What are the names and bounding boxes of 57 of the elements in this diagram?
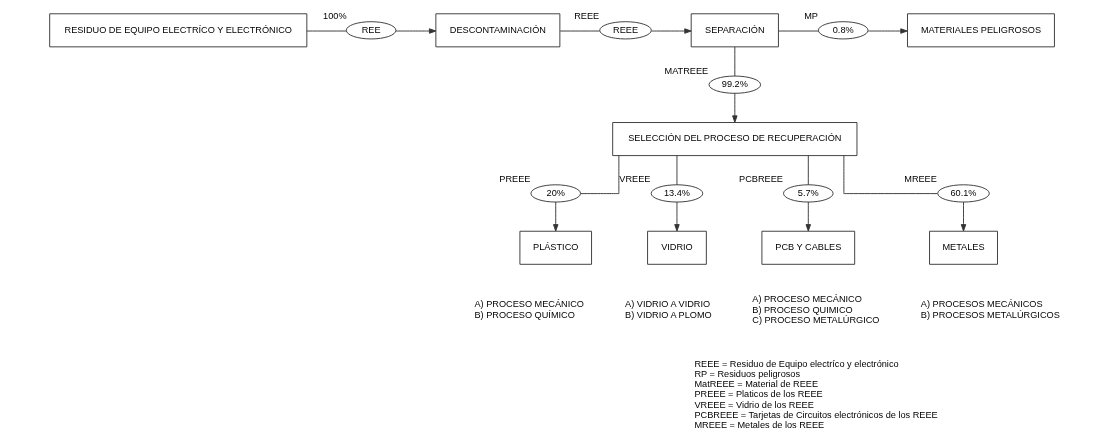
- node-ellipse: 5.7%: [782, 184, 834, 203]
- node-box: MATERIALES PELIGROSOS: [906, 13, 1055, 48]
- node-label: MATREEE: [664, 65, 708, 76]
- node-ellipse: 60.1%: [936, 184, 990, 203]
- node-box: DESCONTAMINACIÓN: [434, 13, 560, 48]
- connector: [807, 155, 809, 186]
- node-ellipse: 99.2%: [708, 75, 761, 94]
- node-label: PCBREEE: [738, 174, 783, 185]
- node-ellipse: REE: [345, 21, 396, 40]
- node-label: B) PROCESO QUIMICO: [751, 304, 853, 315]
- node-box: PLÁSTICO: [518, 230, 592, 265]
- node-label: B) VIDRIO A PLOMO: [624, 309, 712, 320]
- node-label: A) PROCESOS MECÁNICOS: [920, 299, 1043, 310]
- arrow: [960, 201, 966, 232]
- node-label: 100%: [322, 11, 347, 22]
- connector: [842, 155, 938, 195]
- node-label: PREEE: [498, 174, 530, 185]
- arrow: [650, 28, 692, 34]
- connector: [676, 155, 677, 186]
- node-box: RESIDUO DE EQUIPO ELECTRÍCO Y ELECTRÓNICO: [48, 13, 307, 48]
- node-label: REEE: [573, 11, 599, 22]
- node-box: PCB Y CABLES: [760, 230, 855, 265]
- node-ellipse: 0.8%: [817, 21, 868, 40]
- label: PCBREEE = Tarjetas de Circuitos electrónicos de los REEE: [693, 409, 938, 420]
- arrow: [673, 201, 680, 232]
- arrow: [867, 28, 908, 34]
- node-box: SEPARACIÓN: [690, 13, 779, 48]
- node-label: MREEE: [903, 174, 937, 185]
- node-label: C) PROCESO METALÚRGICO: [751, 314, 880, 325]
- arrow: [731, 92, 738, 123]
- node-ellipse: REEE: [598, 21, 652, 40]
- arrow: [552, 201, 558, 232]
- node-box: VIDRIO: [646, 230, 707, 265]
- node-ellipse: 13.4%: [650, 184, 703, 203]
- connector: [733, 46, 735, 77]
- node-label: VREEE: [618, 174, 650, 185]
- arrow: [805, 201, 811, 232]
- label: VREEE = Vidrio de los REEE: [693, 399, 814, 410]
- node-label: MP: [803, 11, 818, 22]
- connector: [579, 155, 619, 195]
- node-ellipse: 20%: [529, 184, 581, 203]
- label: RP = Residuos peligrosos: [693, 369, 800, 380]
- connector: [305, 30, 347, 32]
- label: MatREEE = Material de REEE: [693, 379, 818, 390]
- label: MREEE = Metales de los REEE: [693, 419, 824, 430]
- label: PREEE = Platicos de los REEE: [693, 389, 823, 400]
- node-label: A) PROCESO MECÁNICO: [473, 299, 584, 310]
- node-label: A) PROCESO MECÁNICO: [751, 294, 862, 305]
- node-label: B) PROCESOS METALÚRGICOS: [920, 309, 1060, 320]
- node-box: METALES: [928, 230, 998, 265]
- node-box: SELECCIÓN DEL PROCESO DE RECUPERACIÓN: [611, 122, 857, 157]
- node-label: B) PROCESO QUÍMICO: [473, 309, 575, 320]
- label: REEE = Residuo de Equipo electríco y electrónico: [693, 359, 899, 370]
- connector: [777, 30, 819, 32]
- arrow: [394, 28, 436, 34]
- connector: [559, 30, 600, 32]
- node-label: A) VIDRIO A VIDRIO: [624, 299, 710, 310]
